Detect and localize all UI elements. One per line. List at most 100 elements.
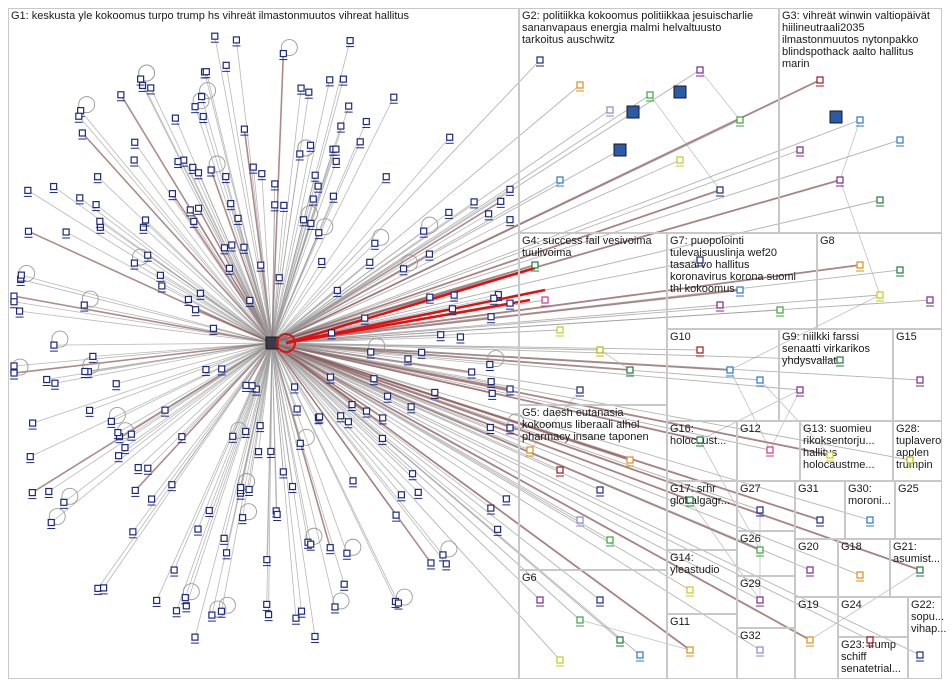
network-node[interactable]: [75, 112, 83, 120]
network-node[interactable]: [129, 528, 137, 536]
network-node[interactable]: [207, 166, 215, 174]
network-node[interactable]: [229, 432, 237, 440]
network-node[interactable]: [318, 257, 326, 266]
network-node[interactable]: [332, 145, 340, 153]
network-node[interactable]: [596, 596, 604, 604]
network-node[interactable]: [280, 201, 288, 209]
network-node[interactable]: [242, 381, 250, 390]
network-node[interactable]: [796, 146, 804, 154]
network-node[interactable]: [309, 195, 317, 203]
network-node[interactable]: [826, 451, 834, 459]
network-node[interactable]: [506, 424, 514, 432]
network-node[interactable]: [390, 93, 398, 101]
network-node[interactable]: [249, 163, 257, 171]
network-node[interactable]: [726, 366, 734, 374]
network-node[interactable]: [171, 114, 180, 122]
network-node[interactable]: [450, 291, 458, 299]
network-node[interactable]: [425, 250, 434, 258]
network-node[interactable]: [468, 368, 476, 376]
network-node[interactable]: [141, 216, 150, 224]
network-node[interactable]: [836, 356, 844, 364]
network-node[interactable]: [279, 49, 287, 58]
network-node[interactable]: [497, 197, 505, 205]
avatar-node[interactable]: [673, 85, 687, 99]
network-node[interactable]: [220, 534, 228, 542]
network-node[interactable]: [626, 456, 634, 464]
network-node[interactable]: [62, 228, 70, 236]
network-node[interactable]: [10, 362, 18, 370]
network-node[interactable]: [646, 91, 654, 99]
network-node[interactable]: [114, 428, 122, 437]
network-node[interactable]: [94, 173, 102, 181]
network-node[interactable]: [488, 389, 496, 397]
network-node[interactable]: [191, 306, 200, 314]
network-node[interactable]: [263, 600, 271, 609]
network-node[interactable]: [349, 477, 357, 485]
network-node[interactable]: [876, 291, 884, 299]
network-node[interactable]: [220, 244, 229, 252]
network-node[interactable]: [876, 196, 884, 204]
network-node[interactable]: [616, 636, 624, 644]
network-node[interactable]: [442, 560, 450, 568]
network-node[interactable]: [382, 173, 390, 181]
network-node[interactable]: [194, 204, 203, 212]
network-node[interactable]: [686, 646, 694, 654]
avatar-node[interactable]: [613, 143, 627, 157]
network-node[interactable]: [305, 88, 313, 96]
network-node[interactable]: [348, 400, 356, 409]
network-node[interactable]: [486, 360, 494, 369]
network-node[interactable]: [404, 355, 412, 363]
network-node[interactable]: [43, 375, 51, 384]
network-node[interactable]: [153, 596, 161, 605]
network-node[interactable]: [494, 525, 502, 533]
network-node[interactable]: [367, 348, 375, 356]
network-node[interactable]: [866, 636, 874, 644]
network-node[interactable]: [531, 261, 539, 269]
network-node[interactable]: [576, 616, 584, 624]
network-node[interactable]: [556, 326, 564, 334]
network-node[interactable]: [225, 264, 234, 272]
network-node[interactable]: [346, 36, 354, 45]
network-node[interactable]: [242, 427, 250, 436]
network-node[interactable]: [296, 439, 304, 447]
network-node[interactable]: [916, 376, 924, 384]
network-node[interactable]: [856, 261, 864, 269]
network-node[interactable]: [50, 182, 58, 191]
network-node[interactable]: [556, 176, 564, 184]
network-node[interactable]: [271, 180, 279, 188]
network-node[interactable]: [24, 227, 33, 235]
network-node[interactable]: [756, 376, 764, 384]
network-node[interactable]: [344, 418, 353, 426]
network-node[interactable]: [144, 464, 152, 472]
network-node[interactable]: [147, 495, 156, 503]
network-node[interactable]: [51, 379, 59, 387]
network-node[interactable]: [327, 329, 336, 337]
network-node[interactable]: [437, 331, 445, 339]
network-node[interactable]: [139, 223, 148, 231]
network-node[interactable]: [502, 495, 510, 503]
network-node[interactable]: [26, 452, 34, 461]
network-node[interactable]: [686, 496, 694, 504]
network-node[interactable]: [626, 366, 634, 374]
network-node[interactable]: [28, 488, 36, 497]
network-node[interactable]: [147, 84, 155, 92]
avatar-node[interactable]: [829, 110, 843, 124]
network-node[interactable]: [408, 470, 417, 478]
network-node[interactable]: [736, 116, 744, 124]
network-node[interactable]: [345, 102, 353, 110]
network-node[interactable]: [307, 540, 315, 548]
network-node[interactable]: [271, 201, 279, 209]
network-node[interactable]: [194, 169, 203, 177]
network-node[interactable]: [256, 421, 264, 430]
network-node[interactable]: [370, 375, 378, 383]
network-node[interactable]: [174, 157, 182, 166]
network-node[interactable]: [168, 190, 177, 198]
network-node[interactable]: [307, 219, 315, 227]
network-node[interactable]: [371, 239, 379, 247]
network-node[interactable]: [716, 301, 724, 309]
network-node[interactable]: [856, 116, 864, 124]
network-node[interactable]: [158, 282, 166, 290]
network-node[interactable]: [254, 448, 263, 456]
network-node[interactable]: [556, 656, 564, 664]
network-node[interactable]: [267, 447, 275, 456]
